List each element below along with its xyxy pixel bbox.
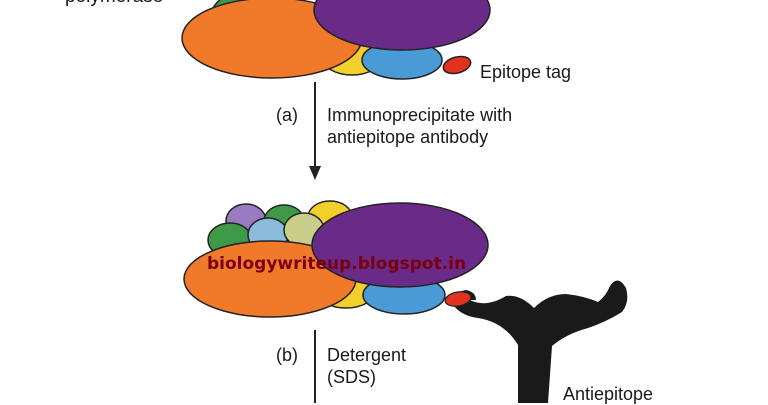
step-b-line1: Detergent bbox=[327, 345, 407, 365]
antiepitope-antibody bbox=[444, 280, 628, 403]
polymerase-label: polymerase bbox=[65, 0, 163, 8]
top-epitope-tag bbox=[442, 55, 472, 75]
step-b-letter: (b) bbox=[276, 345, 298, 365]
arrow-step-a bbox=[309, 82, 321, 180]
antibody-shape bbox=[453, 280, 628, 403]
top-polymerase-complex bbox=[181, 0, 491, 80]
bottom-polymerase-complex bbox=[183, 200, 489, 318]
bottom-epitope-tag bbox=[444, 291, 472, 307]
antiepitope-label: Antiepitope bbox=[563, 384, 654, 404]
top-purple-subunit bbox=[313, 0, 491, 51]
step-a-line2: antiepitope antibody bbox=[327, 127, 489, 147]
epitope-tag-label: Epitope tag bbox=[480, 62, 572, 82]
watermark-text: biologywriteup.blogspot.in bbox=[207, 254, 467, 274]
bottom-purple-subunit bbox=[311, 202, 489, 288]
step-a-letter: (a) bbox=[276, 105, 298, 125]
step-b-line2: (SDS) bbox=[327, 367, 376, 387]
step-a-line1: Immunoprecipitate with bbox=[327, 105, 513, 125]
